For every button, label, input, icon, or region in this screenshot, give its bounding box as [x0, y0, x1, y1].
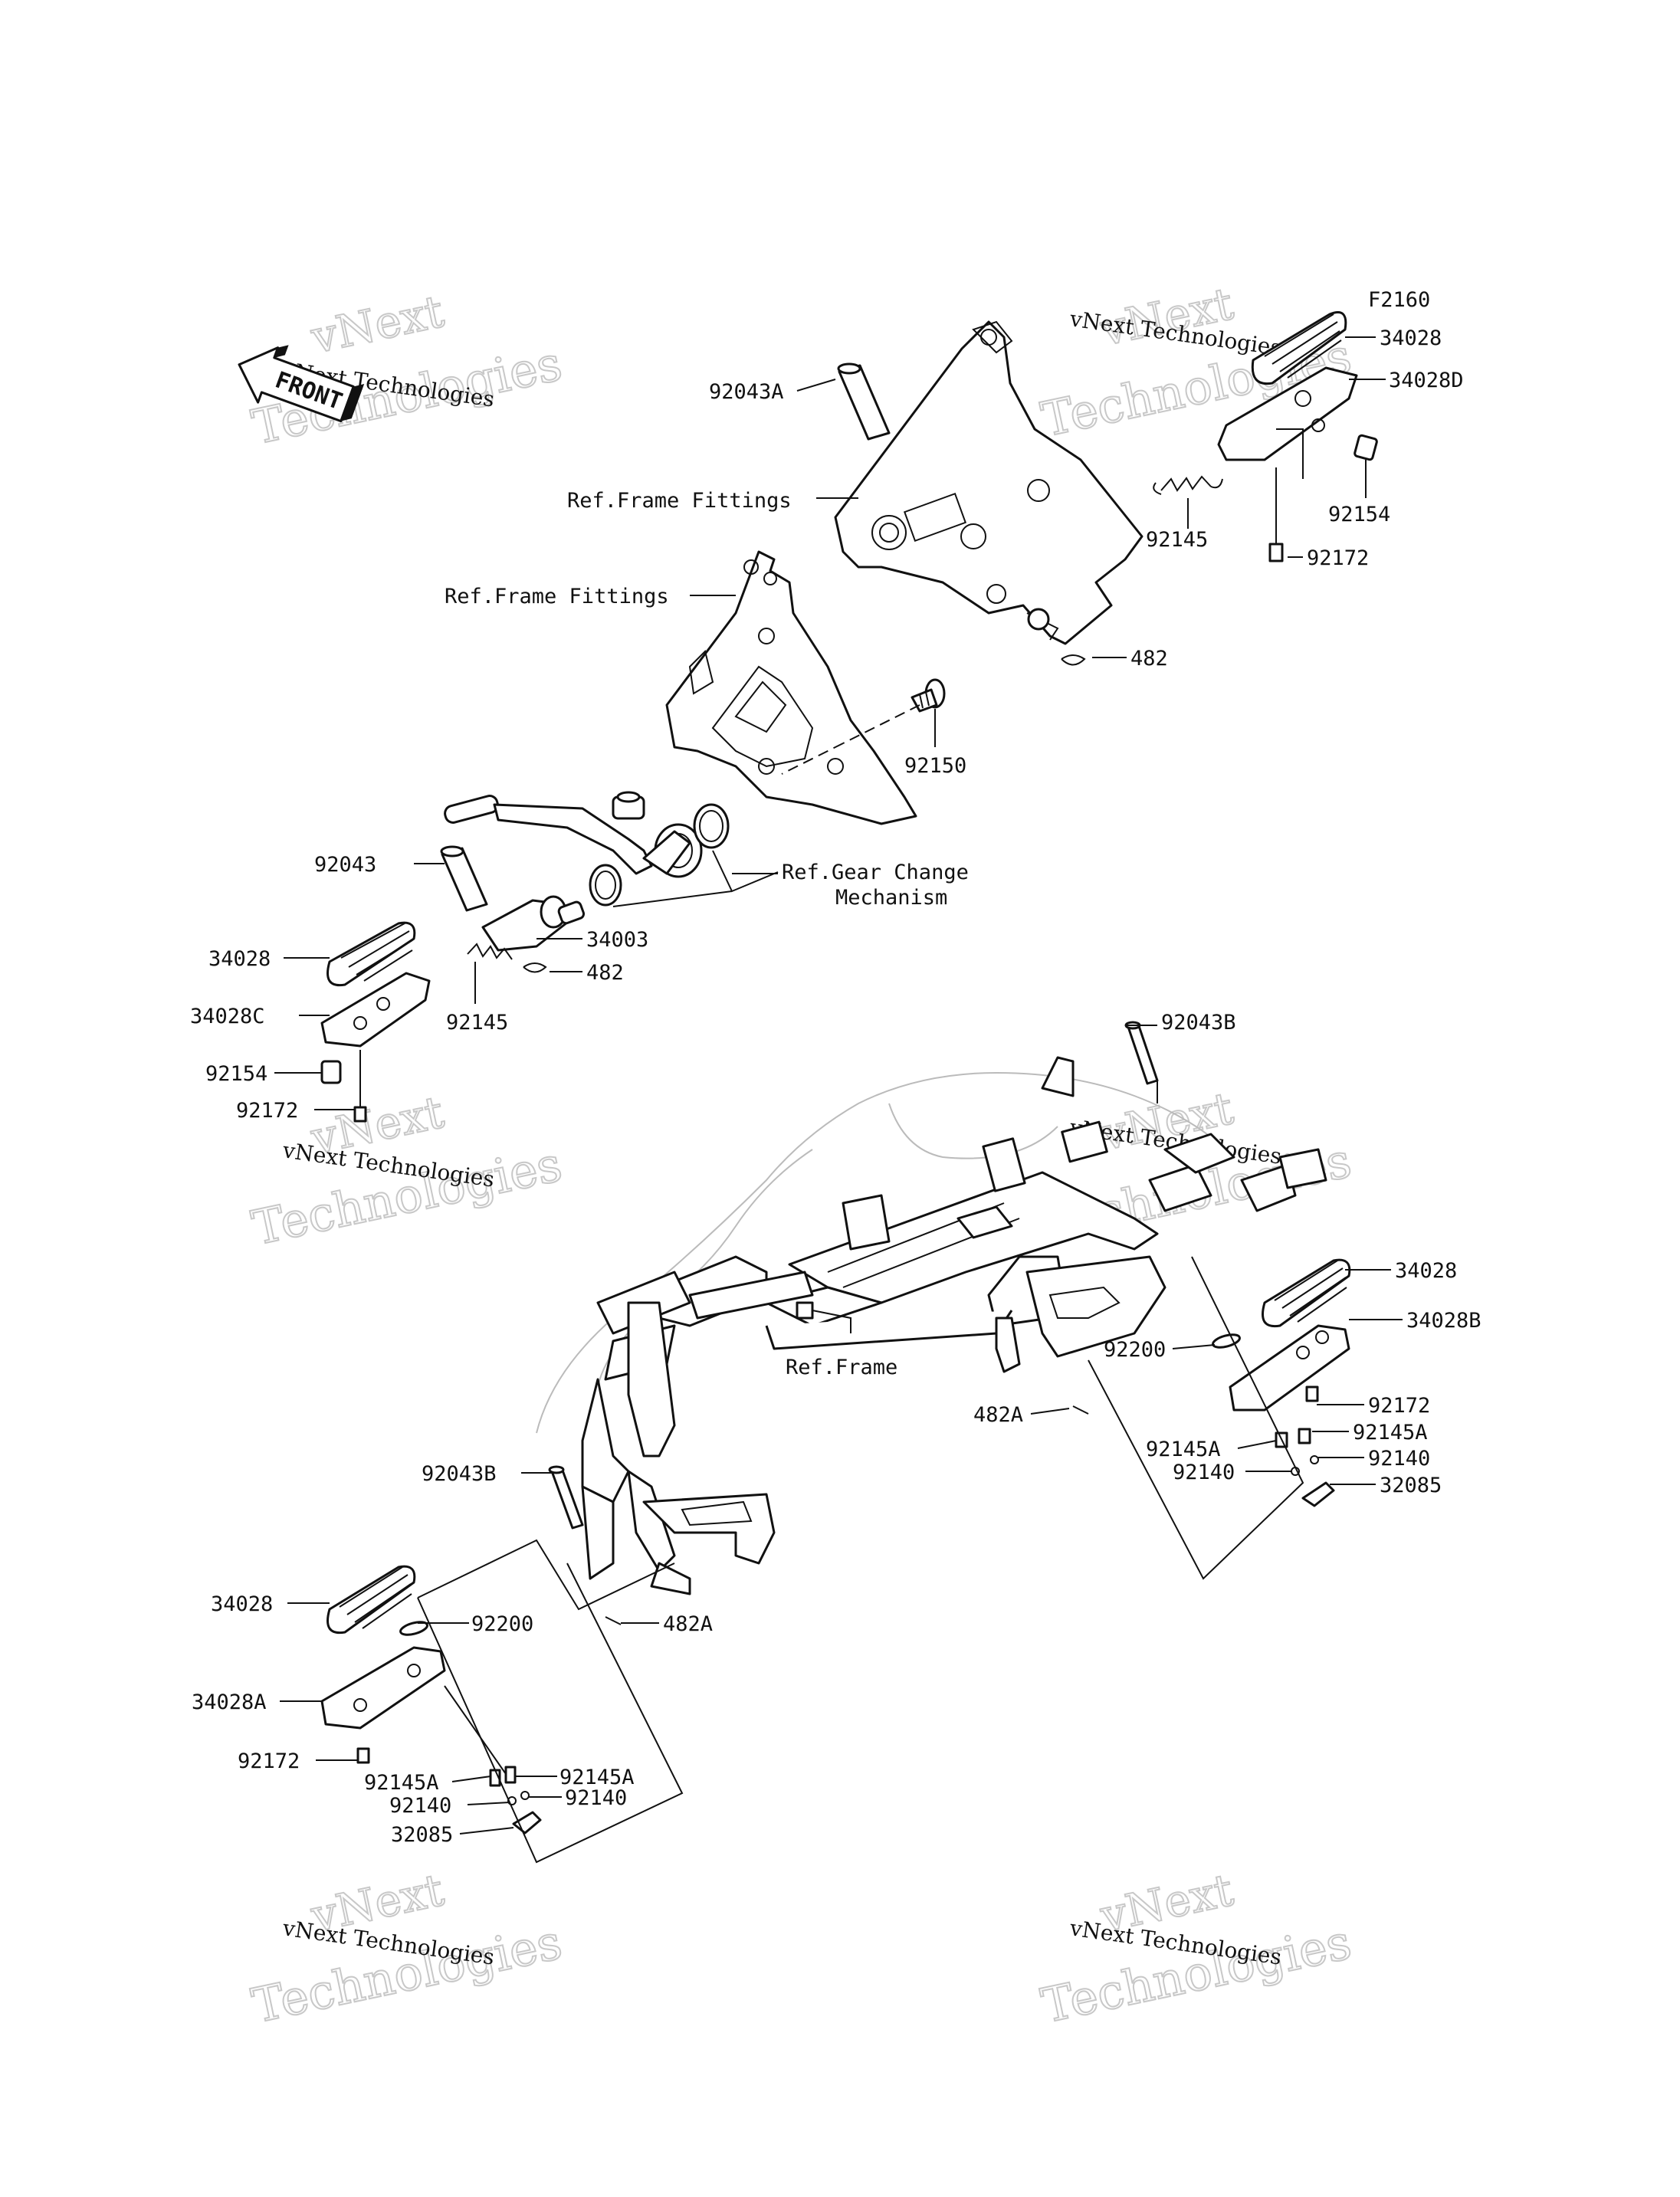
- label-34028: 34028: [1395, 1259, 1457, 1283]
- label-92043B: 92043B: [1161, 1011, 1236, 1035]
- rear-footpeg-bracket: [834, 320, 1144, 645]
- label-92145A: 92145A: [364, 1771, 439, 1795]
- pin-92043B-upper: [1124, 1021, 1159, 1085]
- label-92172: 92172: [236, 1099, 298, 1123]
- leader-lines: [274, 336, 1403, 1864]
- clip-482-rear: [1061, 654, 1086, 666]
- label-482: 482: [586, 961, 624, 985]
- label-92145: 92145: [1146, 528, 1208, 552]
- label-482: 482: [1130, 647, 1168, 671]
- label-92154: 92154: [205, 1062, 267, 1086]
- right-footpeg-assembly: [1212, 1258, 1351, 1507]
- label-92200: 92200: [1104, 1338, 1166, 1362]
- label-32085: 32085: [391, 1823, 453, 1847]
- label-34028D: 34028D: [1389, 369, 1464, 392]
- spring-92145-rear: [1153, 475, 1223, 495]
- label-92145A: 92145A: [1353, 1421, 1428, 1444]
- label-92140: 92140: [389, 1794, 451, 1818]
- clip-482-front: [523, 962, 547, 973]
- label-34028A: 34028A: [192, 1690, 267, 1714]
- label-ref-gear-change-mechanism: Mechanism: [835, 886, 947, 910]
- label-ref-frame-fittings: Ref.Frame Fittings: [445, 585, 669, 608]
- label-34028: 34028: [208, 947, 271, 971]
- label-34028B: 34028B: [1406, 1309, 1481, 1333]
- label-ref-frame-fittings: Ref.Frame Fittings: [567, 489, 792, 513]
- clip-482A-upper: [1072, 1405, 1089, 1415]
- motorcycle-frame: [536, 1056, 1327, 1595]
- label-92145A: 92145A: [1146, 1438, 1221, 1461]
- pin-92043A: [837, 362, 891, 441]
- label-92172: 92172: [1368, 1394, 1430, 1418]
- label-92043: 92043: [314, 853, 376, 877]
- front-left-bracket: [665, 550, 917, 825]
- label-34003: 34003: [586, 928, 648, 952]
- pin-92043: [440, 845, 488, 912]
- spring-92145-front: [467, 943, 513, 960]
- label-92043B: 92043B: [422, 1462, 497, 1486]
- label-92145: 92145: [446, 1011, 508, 1035]
- label-34028: 34028: [1380, 326, 1442, 350]
- watermark-vnext: vNext: [306, 285, 448, 364]
- shift-lever: [444, 791, 703, 878]
- label-92172: 92172: [1307, 546, 1369, 570]
- label-92043A: 92043A: [709, 380, 784, 404]
- label-92154: 92154: [1328, 503, 1390, 526]
- label-ref-gear-change: Ref.Gear Change: [782, 861, 969, 884]
- rear-right-footpeg: [1217, 311, 1378, 562]
- label-32085: 32085: [1380, 1474, 1442, 1497]
- label-92140: 92140: [565, 1786, 627, 1810]
- label-482A: 482A: [973, 1403, 1023, 1427]
- front-left-footpeg: [320, 921, 431, 1123]
- left-footpeg-assembly: [320, 1565, 542, 1835]
- label-34028: 34028: [211, 1592, 273, 1616]
- label-ref-frame: Ref.Frame: [786, 1356, 897, 1379]
- label-92140: 92140: [1173, 1461, 1235, 1484]
- shift-pedal-34003: [481, 895, 586, 952]
- label-92140: 92140: [1368, 1447, 1430, 1471]
- part-labels: 34028 34028D 92043A Ref.Frame Fittings 9…: [190, 326, 1481, 1847]
- gear-change-seals: [589, 803, 730, 907]
- label-482A: 482A: [663, 1612, 713, 1636]
- diagram-code: F2160: [1368, 288, 1430, 312]
- label-92200: 92200: [471, 1612, 533, 1636]
- label-92172: 92172: [238, 1749, 300, 1773]
- clip-482A-lower: [605, 1616, 622, 1625]
- label-92145A: 92145A: [559, 1766, 635, 1789]
- pin-92043B-lower: [548, 1465, 584, 1530]
- label-34028C: 34028C: [190, 1005, 265, 1028]
- label-92150: 92150: [904, 754, 966, 778]
